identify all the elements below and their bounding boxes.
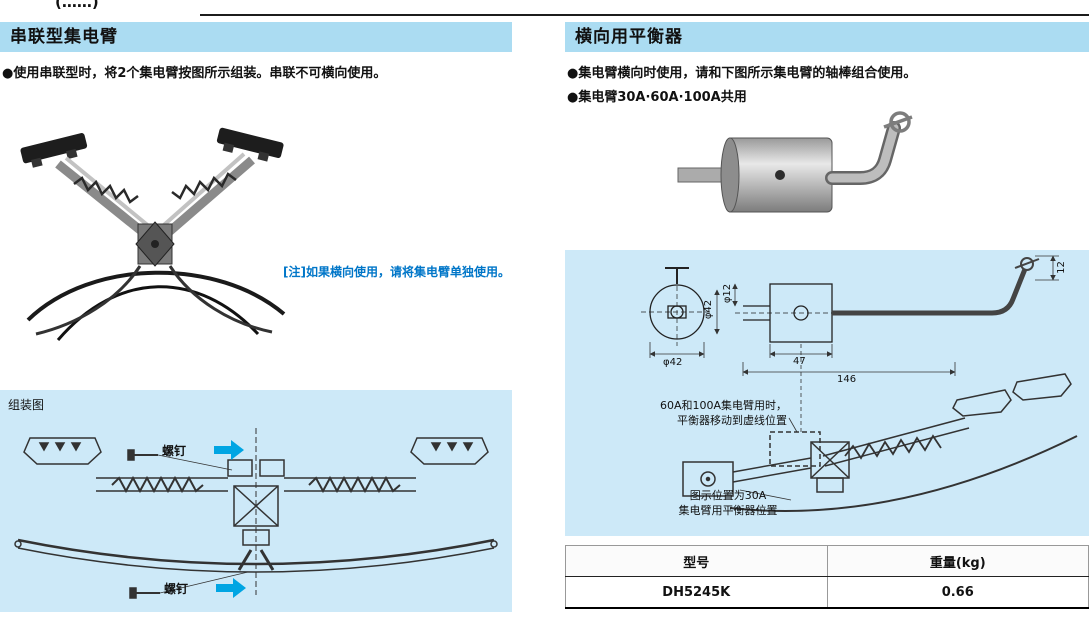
annotation-shown-position-line1: 图示位置为30A <box>689 489 767 502</box>
dimension-label-146: 146 <box>837 374 857 385</box>
dimension-label-12: 12 <box>1055 261 1067 274</box>
spec-table-data-row: DH5245K 0.66 <box>565 576 1089 609</box>
assembly-diagram-label: 组装图 <box>8 398 45 412</box>
spec-table-header-model: 型号 <box>565 545 828 577</box>
dimension-label-phi42-front: φ42 <box>663 357 683 368</box>
series-arm-bullet: ●使用串联型时，将2个集电臂按图所示组装。串联不可横向使用。 <box>2 66 387 81</box>
spec-table-cell-model: DH5245K <box>565 576 828 609</box>
balancer-drawing-box: φ42 φ42 φ12 47 146 12 60A和100A集电臂用时， 平衡器… <box>565 250 1089 536</box>
series-arm-photo <box>20 127 286 341</box>
dimension-label-47: 47 <box>793 356 806 367</box>
cropped-heading: (……) <box>55 0 205 16</box>
annotation-shown-position: 图示位置为30A 集电臂用平衡器位置 <box>653 488 803 518</box>
balancer-photo <box>677 111 913 213</box>
annotation-shown-position-line2: 集电臂用平衡器位置 <box>678 504 778 517</box>
annotation-move-balancer-line2: 平衡器移动到虚线位置 <box>677 414 787 427</box>
dimension-label-phi12: φ12 <box>722 283 734 304</box>
spec-table-header-weight: 重量(kg) <box>826 545 1089 577</box>
screw-label-bottom: 螺钉 <box>164 582 189 596</box>
assembly-diagram-box: 组装图 螺钉 螺钉 <box>0 390 512 612</box>
arrow-right-icon <box>214 440 244 460</box>
annotation-move-balancer-line1: 60A和100A集电臂用时， <box>659 399 787 412</box>
annotation-move-balancer: 60A和100A集电臂用时， 平衡器移动到虚线位置 <box>605 398 787 428</box>
section-balancer-title: 横向用平衡器 <box>575 27 683 47</box>
section-series-arm-title: 串联型集电臂 <box>10 27 118 47</box>
assembly-diagram-drawing <box>14 428 498 599</box>
spec-table-header-row: 型号 重量(kg) <box>565 545 1089 577</box>
balancer-technical-drawing <box>641 255 1078 512</box>
series-arm-note: [注]如果横向使用，请将集电臂单独使用。 <box>283 265 510 279</box>
cropped-heading-text: (……) <box>55 0 99 11</box>
section-series-arm-header: 串联型集电臂 <box>0 22 512 52</box>
section-balancer-header: 横向用平衡器 <box>565 22 1089 52</box>
balancer-bullet-2: ●集电臂30A·60A·100A共用 <box>567 90 747 105</box>
screw-label-top: 螺钉 <box>162 444 187 458</box>
arrow-right-icon <box>216 578 246 598</box>
dimension-label-phi42-side: φ42 <box>703 299 715 320</box>
heading-rule-line <box>200 14 1089 16</box>
balancer-bullet-1: ●集电臂横向时使用，请和下图所示集电臂的轴棒组合使用。 <box>567 66 917 81</box>
spec-table: 型号 重量(kg) DH5245K 0.66 <box>565 545 1089 609</box>
spec-table-cell-weight: 0.66 <box>826 576 1089 609</box>
